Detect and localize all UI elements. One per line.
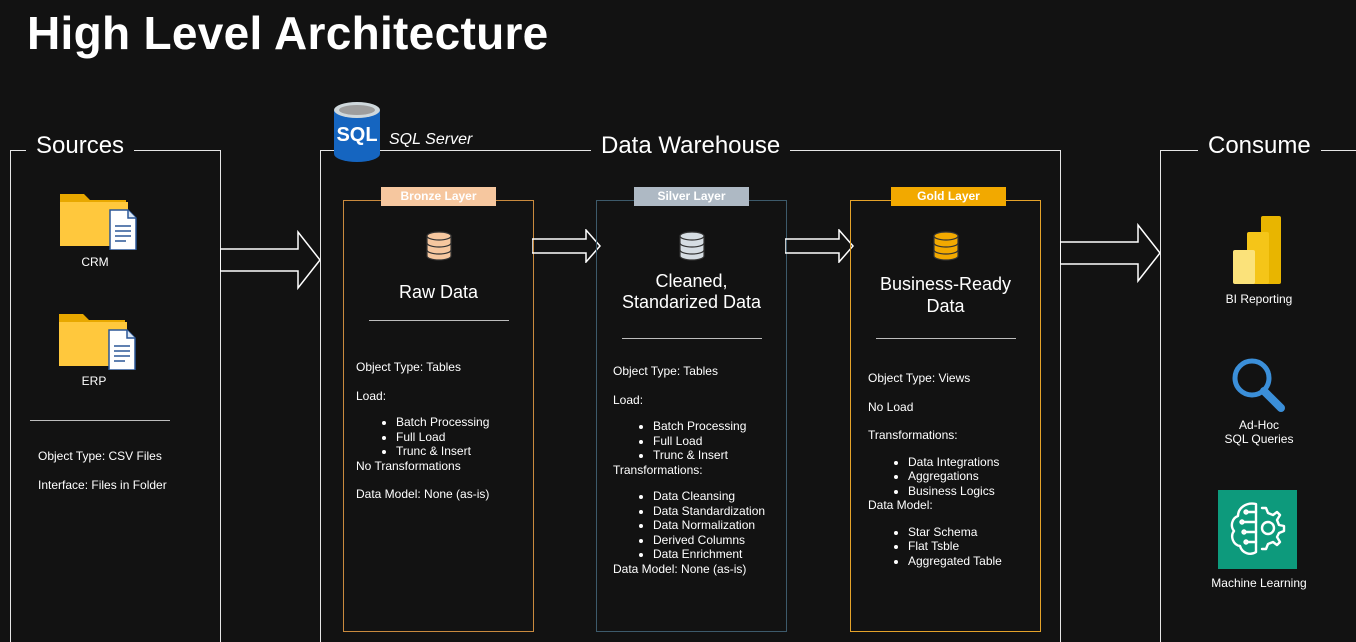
- sources-title: Sources: [26, 132, 135, 160]
- gold-details: Object Type: Views No Load Transformatio…: [868, 371, 1002, 568]
- power-bi-icon: [1233, 216, 1281, 284]
- bronze-load-label: Load:: [356, 388, 387, 403]
- list-item: Data Cleansing: [653, 489, 765, 504]
- gold-layer-title-line-2: Data: [926, 296, 965, 316]
- crm-source[interactable]: CRM: [58, 188, 146, 270]
- gold-divider: [876, 338, 1016, 339]
- consume-title: Consume: [1198, 132, 1321, 160]
- gold-transformations-label: Transformations:: [868, 428, 958, 442]
- list-item: Aggregated Table: [908, 554, 1002, 569]
- flow-arrow-icon: [532, 229, 601, 263]
- database-icon: [334, 102, 380, 162]
- page-title: High Level Architecture: [27, 7, 549, 59]
- sources-object-type: Object Type: CSV Files: [38, 449, 162, 463]
- ad-hoc-label-line-2: SQL Queries: [1224, 432, 1294, 446]
- silver-object-type: Object Type: Tables: [613, 364, 718, 378]
- list-item: Data Integrations: [908, 455, 1002, 470]
- gold-object-type: Object Type: Views: [868, 371, 971, 385]
- silver-load-label: Load:: [613, 392, 644, 407]
- bi-reporting-item[interactable]: BI Reporting: [1200, 214, 1318, 310]
- list-item: Business Logics: [908, 484, 1002, 499]
- crm-label: CRM: [81, 255, 109, 269]
- sql-server-label: SQL Server: [389, 131, 473, 148]
- silver-data-model: Data Model: None (as-is): [613, 561, 747, 576]
- silver-layer-title-line-1: Cleaned,: [655, 271, 728, 291]
- machine-learning-label: Machine Learning: [1211, 576, 1307, 590]
- ad-hoc-label-line-1: Ad-Hoc: [1238, 418, 1279, 432]
- bronze-divider: [369, 320, 509, 321]
- list-item: Flat Tsble: [908, 539, 1002, 554]
- database-icon: [426, 231, 452, 261]
- list-item: Star Schema: [908, 525, 1002, 540]
- list-item: Data Enrichment: [653, 547, 765, 562]
- machine-learning-icon: [1218, 490, 1297, 569]
- silver-transformations-label: Transformations:: [613, 462, 703, 477]
- gold-data-model-list: Star Schema Flat Tsble Aggregated Table: [868, 525, 1002, 569]
- sql-server-logo: SQL: [332, 100, 382, 164]
- list-item: Aggregations: [908, 469, 1002, 484]
- erp-label: ERP: [81, 374, 107, 388]
- gold-transformations-list: Data Integrations Aggregations Business …: [868, 455, 1002, 499]
- database-icon: [933, 231, 959, 261]
- bronze-layer-title: Raw Data: [398, 282, 479, 302]
- list-item: Trunc & Insert: [396, 444, 489, 459]
- flow-arrow-icon: [1060, 223, 1161, 283]
- list-item: Full Load: [653, 434, 765, 449]
- list-item: Data Normalization: [653, 518, 765, 533]
- sources-interface: Interface: Files in Folder: [38, 478, 167, 492]
- list-item: Data Standardization: [653, 504, 765, 519]
- silver-layer-badge: Silver Layer: [634, 187, 749, 206]
- sql-icon-text: SQL: [336, 124, 378, 146]
- warehouse-title: Data Warehouse: [591, 132, 791, 160]
- bronze-object-type: Object Type: Tables: [356, 360, 461, 374]
- gold-layer[interactable]: Gold Layer Business-Ready Data Object Ty…: [850, 187, 1041, 632]
- search-icon: [1232, 358, 1285, 412]
- gold-layer-title-line-1: Business-Ready: [879, 274, 1012, 294]
- bronze-details: Object Type: Tables Load: Batch Processi…: [356, 360, 489, 502]
- list-item: Full Load: [396, 430, 489, 445]
- gold-layer-badge: Gold Layer: [891, 187, 1006, 206]
- silver-layer-title-line-2: Standarized Data: [621, 292, 762, 312]
- bronze-layer-badge: Bronze Layer: [381, 187, 496, 206]
- database-icon: [679, 231, 705, 261]
- list-item: Derived Columns: [653, 533, 765, 548]
- silver-transformations-list: Data Cleansing Data Standardization Data…: [613, 489, 765, 562]
- silver-divider: [622, 338, 762, 339]
- folder-document-icon: [59, 314, 136, 370]
- list-item: Batch Processing: [396, 415, 489, 430]
- list-item: Batch Processing: [653, 419, 765, 434]
- sources-divider: [30, 420, 170, 421]
- erp-source[interactable]: ERP: [57, 308, 145, 390]
- bronze-load-list: Batch Processing Full Load Trunc & Inser…: [356, 415, 489, 459]
- folder-document-icon: [60, 194, 137, 250]
- machine-learning-item[interactable]: Machine Learning: [1200, 490, 1318, 590]
- bronze-layer[interactable]: Bronze Layer Raw Data Object Type: Table…: [343, 187, 534, 632]
- silver-layer[interactable]: Silver Layer Cleaned, Standarized Data O…: [596, 187, 787, 632]
- silver-load-list: Batch Processing Full Load Trunc & Inser…: [613, 419, 765, 463]
- bronze-transformations: No Transformations: [356, 458, 461, 473]
- flow-arrow-icon: [785, 229, 854, 263]
- bi-reporting-label: BI Reporting: [1225, 292, 1293, 306]
- gold-data-model-label: Data Model:: [868, 498, 933, 512]
- ad-hoc-sql-item[interactable]: Ad-Hoc SQL Queries: [1200, 356, 1318, 452]
- list-item: Trunc & Insert: [653, 448, 765, 463]
- bronze-data-model: Data Model: None (as-is): [356, 487, 490, 501]
- flow-arrow-icon: [220, 230, 321, 290]
- silver-details: Object Type: Tables Load: Batch Processi…: [613, 364, 765, 576]
- gold-load: No Load: [868, 399, 914, 414]
